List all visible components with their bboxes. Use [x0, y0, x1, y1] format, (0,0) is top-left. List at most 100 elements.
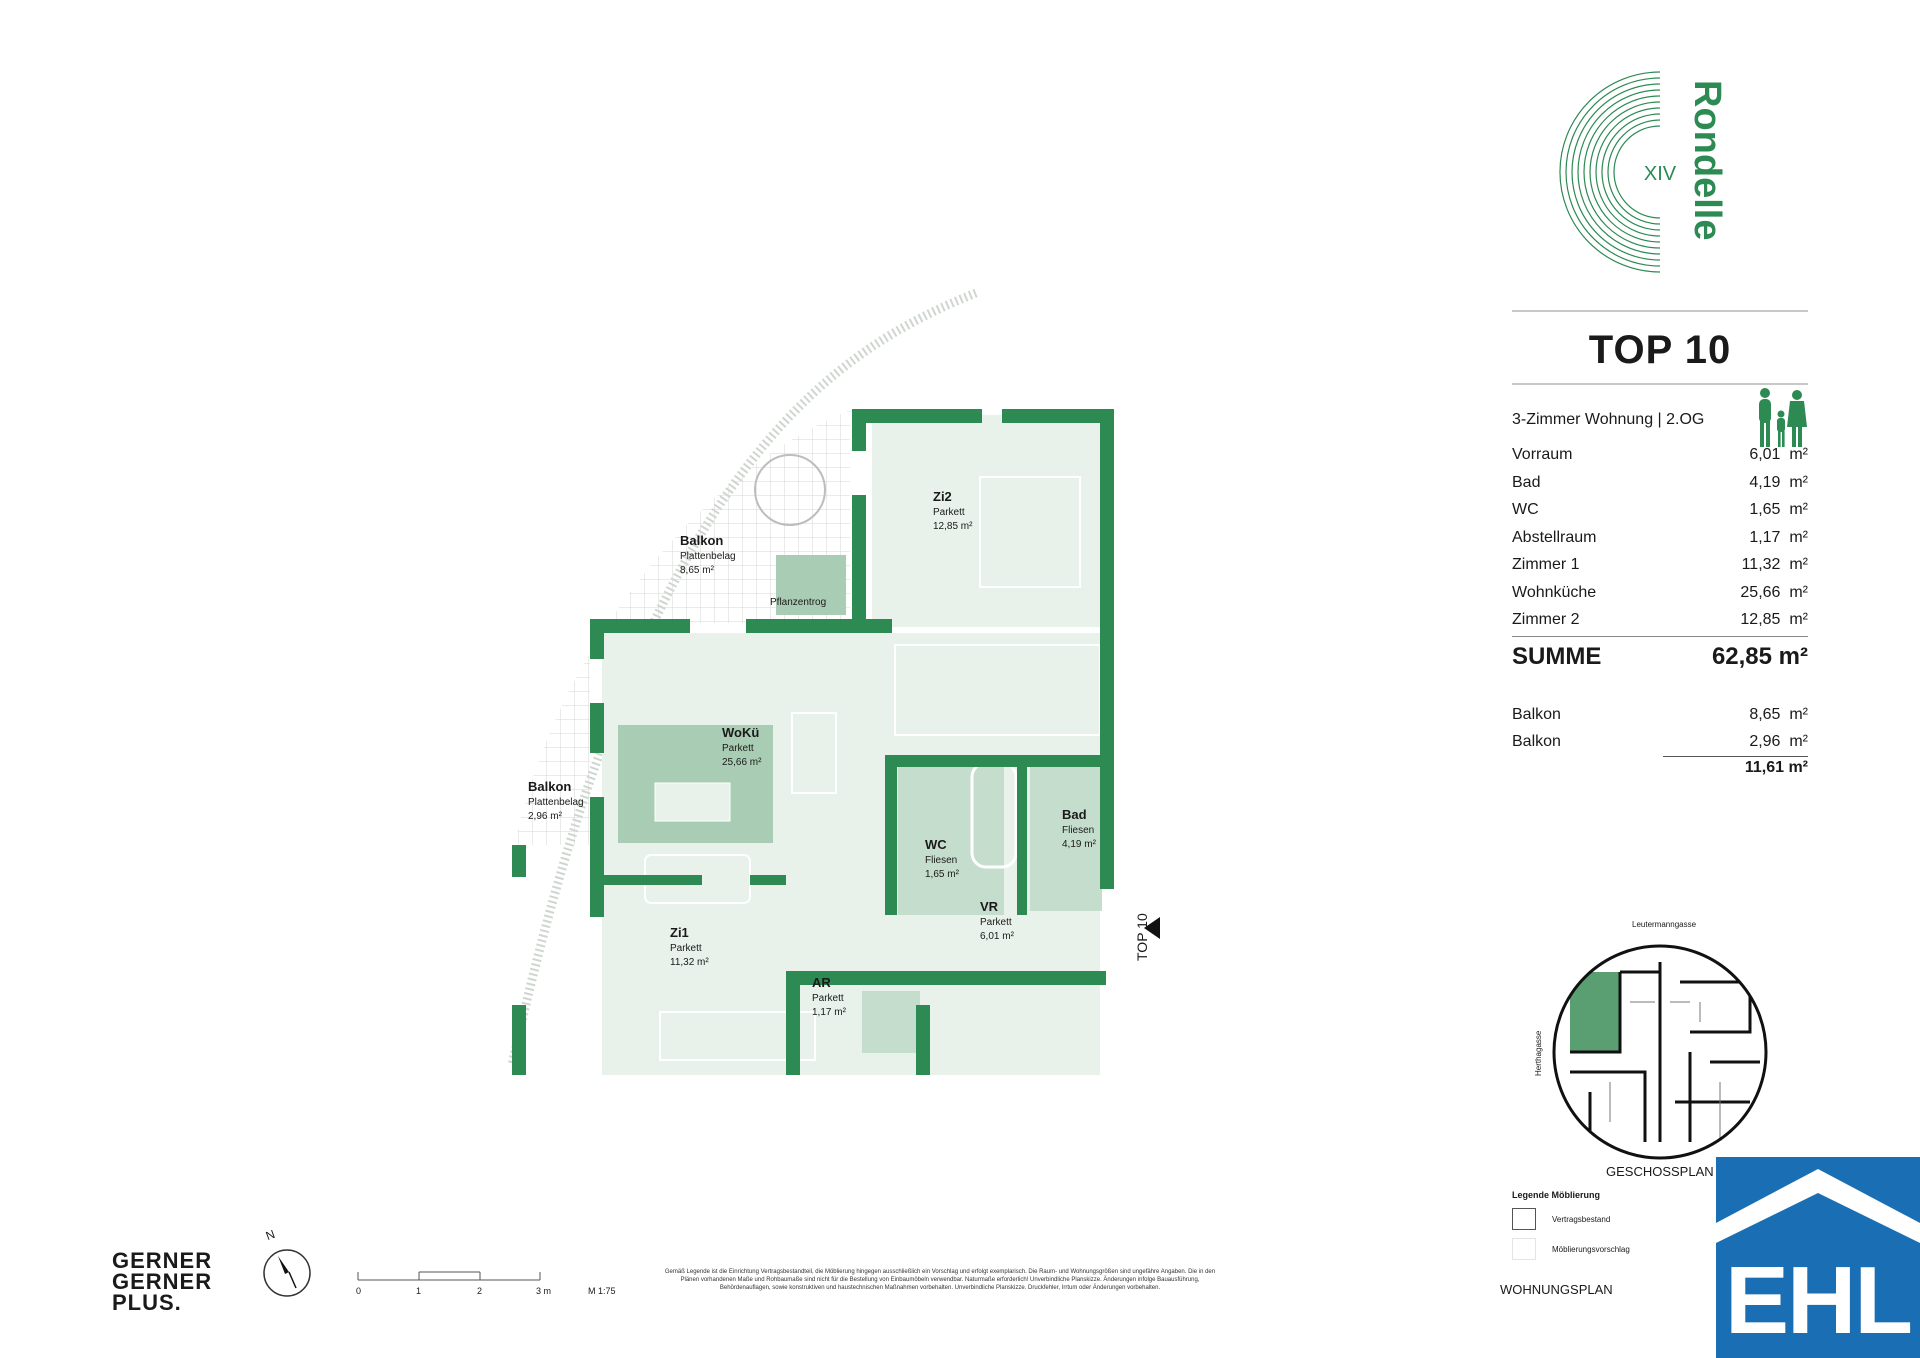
outdoor-unit: m² — [1789, 733, 1808, 750]
room-name: Abstellraum — [1512, 528, 1597, 546]
room-unit: m² — [1789, 446, 1808, 463]
room-label: Zi1 — [670, 925, 689, 940]
room-label: Balkon — [680, 533, 724, 548]
room-floor: Parkett — [980, 917, 1012, 928]
room-name: Zimmer 2 — [1512, 611, 1580, 628]
floor-overview: Leutermanngasse Herthagasse GESCHOSSPLAN — [1520, 920, 1780, 1180]
room-name: Zimmer 1 — [1512, 556, 1580, 573]
room-area: 1,65 m² — [925, 869, 959, 880]
room-area: 12,85 m² — [933, 521, 973, 532]
planter-label: Pflanzentrog — [770, 597, 827, 608]
street-top-label: Leutermanngasse — [1632, 920, 1697, 929]
furniture-legend: Legende Möblierung Vertragsbestand Möbli… — [1512, 1190, 1712, 1260]
room-name: Bad — [1512, 473, 1541, 491]
room-floor: Plattenbelag — [528, 797, 584, 808]
room-name: WC — [1512, 501, 1539, 518]
scale-tick: 0 — [356, 1286, 362, 1296]
room-row: Bad 4,19 m² — [1512, 469, 1808, 497]
outdoor-name: Balkon — [1512, 705, 1561, 723]
unit-info-panel: TOP 10 3-Zimmer Wohnung | 2.OG Vorraum 6,… — [1512, 310, 1808, 777]
entrance-arrow-icon — [1144, 917, 1160, 939]
room-area: 11,32 m² — [670, 957, 709, 968]
architect-line: GERNER — [112, 1248, 213, 1273]
unit-subtitle-row: 3-Zimmer Wohnung | 2.OG — [1512, 388, 1808, 447]
room-label: Bad — [1062, 807, 1087, 822]
sum-row: SUMME 62,85 m² — [1512, 635, 1808, 671]
unit-subtitle: 3-Zimmer Wohnung | 2.OG — [1512, 411, 1705, 428]
floor-overview-label: GESCHOSSPLAN — [1606, 1164, 1714, 1179]
street-left-label: Herthagasse — [1534, 1030, 1543, 1076]
room-floor: Parkett — [722, 743, 754, 754]
room-area: 8,65 m² — [680, 565, 714, 576]
room-area: 1,17 m² — [812, 1007, 846, 1018]
legend-swatch-contract — [1512, 1208, 1536, 1230]
room-area: 4,19 — [1749, 473, 1781, 491]
legend-title: Legende Möblierung — [1512, 1190, 1601, 1200]
room-unit: m² — [1789, 583, 1808, 601]
scale-tick: 1 — [416, 1286, 422, 1296]
sum-label: SUMME — [1512, 642, 1602, 670]
room-floor: Fliesen — [1062, 825, 1095, 836]
logo-roman: XIV — [1644, 163, 1677, 185]
room-area: 1,17 — [1749, 528, 1781, 546]
room-label: AR — [812, 975, 831, 990]
room-row: Zimmer 1 11,32 m² — [1512, 551, 1808, 579]
room-unit: m² — [1789, 528, 1808, 546]
room-floor: Parkett — [933, 507, 965, 518]
north-arrow: N — [262, 1226, 314, 1298]
room-label: WoKü — [722, 725, 760, 740]
room-floor: Parkett — [812, 993, 844, 1004]
scale-ratio: M 1:75 — [588, 1286, 616, 1296]
outdoor-unit: m² — [1789, 705, 1808, 723]
ehl-logo: EHL — [1716, 1157, 1920, 1358]
room-row: Vorraum 6,01 m² — [1512, 441, 1808, 469]
architect-line: GERNER — [112, 1269, 213, 1294]
room-row: Wohnküche 25,66 m² — [1512, 579, 1808, 607]
legend-swatch-suggestion — [1512, 1238, 1536, 1260]
floor-plan: Zi2 Parkett 12,85 m² Balkon Plattenbelag… — [490, 285, 1190, 1075]
logo-wordmark: Rondelle — [1686, 80, 1728, 240]
house-roof-icon — [1716, 1169, 1920, 1243]
room-label: Zi2 — [933, 489, 952, 504]
project-logo: XIV Rondelle — [1550, 62, 1770, 282]
scale-bar: 0 1 2 3 m M 1:75 — [356, 1268, 616, 1298]
outdoor-name: Balkon — [1512, 733, 1561, 750]
outdoor-area: 2,96 — [1749, 733, 1781, 750]
room-row: Abstellraum 1,17 m² — [1512, 524, 1808, 552]
room-name: Wohnküche — [1512, 583, 1597, 601]
unit-title: TOP 10 — [1588, 328, 1732, 372]
floor-plan-drawing — [507, 288, 1114, 1075]
brand-wordmark: EHL — [1725, 1247, 1913, 1354]
room-area: 12,85 — [1740, 611, 1781, 628]
room-name: Vorraum — [1512, 446, 1573, 463]
room-label: WC — [925, 837, 947, 852]
room-area: 25,66 — [1740, 583, 1781, 601]
outdoor-total: 11,61 m² — [1663, 755, 1808, 777]
north-label: N — [263, 1226, 277, 1244]
room-unit: m² — [1789, 501, 1808, 518]
floor-overview-drawing — [1552, 944, 1768, 1160]
scale-tick: 2 — [477, 1286, 483, 1296]
room-floor: Fliesen — [925, 855, 958, 866]
rondelle-logo-icon: XIV Rondelle — [1559, 71, 1728, 273]
architect-line: PLUS. — [112, 1290, 182, 1315]
room-area: 11,32 — [1741, 556, 1781, 573]
document-label: WOHNUNGSPLAN — [1500, 1282, 1613, 1297]
legend-item-suggestion: Möblierungsvorschlag — [1552, 1244, 1630, 1254]
room-floor: Plattenbelag — [680, 551, 736, 562]
room-area: 2,96 m² — [528, 811, 562, 822]
room-label: VR — [980, 899, 999, 914]
room-area: 6,01 — [1749, 446, 1781, 463]
panel-divider-title — [1512, 383, 1808, 385]
family-icon — [1759, 388, 1807, 447]
room-unit: m² — [1789, 556, 1808, 573]
legend-item-contract: Vertragsbestand — [1552, 1214, 1611, 1224]
scale-bar-drawing — [357, 1271, 541, 1281]
room-area: 4,19 m² — [1062, 839, 1096, 850]
room-area: 25,66 m² — [722, 757, 762, 768]
room-unit: m² — [1789, 473, 1808, 491]
